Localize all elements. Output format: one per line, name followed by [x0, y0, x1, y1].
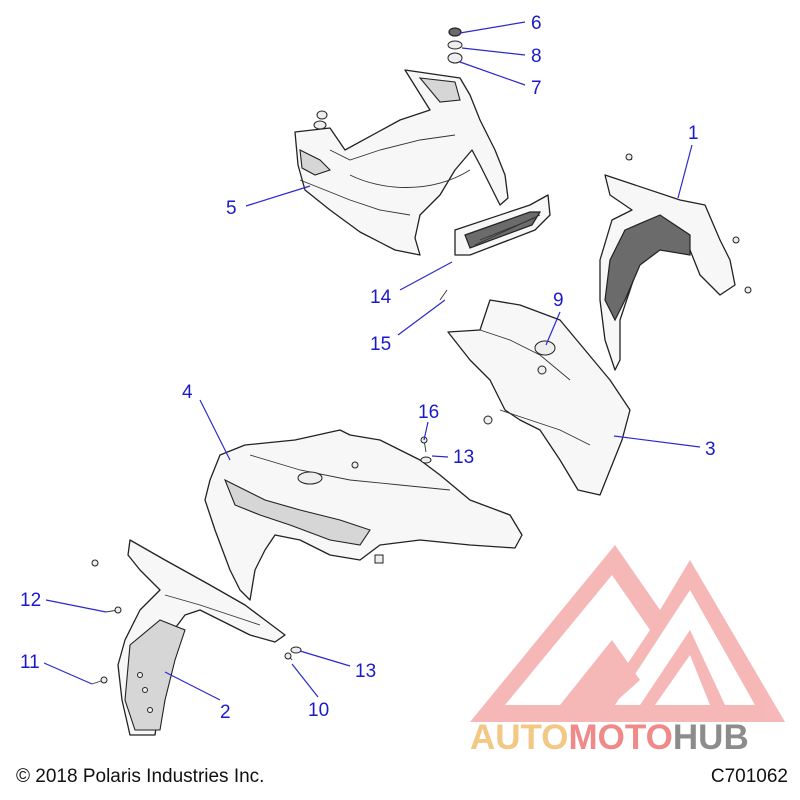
fastener-12 — [105, 606, 122, 614]
part-2-side-panel — [117, 539, 286, 736]
callout-10: 10 — [308, 700, 329, 721]
watermark-hub: HUB — [672, 718, 749, 757]
callout-12: 12 — [20, 590, 41, 611]
callout-14: 14 — [370, 287, 392, 308]
callout-13a: 13 — [453, 447, 474, 468]
callout-15: 15 — [370, 334, 391, 355]
callout-6: 6 — [531, 13, 542, 34]
part-14-grille — [439, 194, 551, 301]
copyright-text: © 2018 Polaris Industries Inc. — [16, 766, 265, 787]
leader-lines — [43, 21, 701, 701]
callout-8: 8 — [531, 46, 542, 67]
callout-2: 2 — [220, 702, 231, 723]
fastener-16-13 — [420, 436, 432, 464]
part-3-fender — [447, 299, 631, 496]
watermark-logo — [470, 545, 785, 722]
fastener-11 — [91, 676, 108, 685]
watermark-moto: MOTO — [568, 718, 673, 757]
fastener-10-13 — [91, 559, 302, 661]
callout-13b: 13 — [355, 661, 376, 682]
callout-7: 7 — [531, 78, 542, 99]
callout-4: 4 — [182, 382, 193, 403]
callout-3: 3 — [705, 439, 716, 460]
part-4-lower-panel — [204, 429, 523, 601]
callout-16: 16 — [418, 402, 439, 423]
callout-1: 1 — [688, 123, 699, 144]
callout-9: 9 — [553, 290, 564, 311]
part-1-side-panel — [599, 153, 752, 371]
watermark-text: AUTOMOTOHUB — [470, 718, 749, 758]
part-5-hood-panel — [294, 69, 509, 256]
callout-labels: 6 8 7 1 5 14 9 15 4 16 3 13 12 11 13 2 1… — [20, 13, 716, 723]
watermark-auto: AUTO — [470, 718, 569, 757]
diagram-code: C701062 — [710, 766, 788, 787]
callout-11: 11 — [20, 652, 40, 673]
fastener-stack-6-8-7 — [447, 27, 463, 64]
callout-5: 5 — [226, 198, 237, 219]
